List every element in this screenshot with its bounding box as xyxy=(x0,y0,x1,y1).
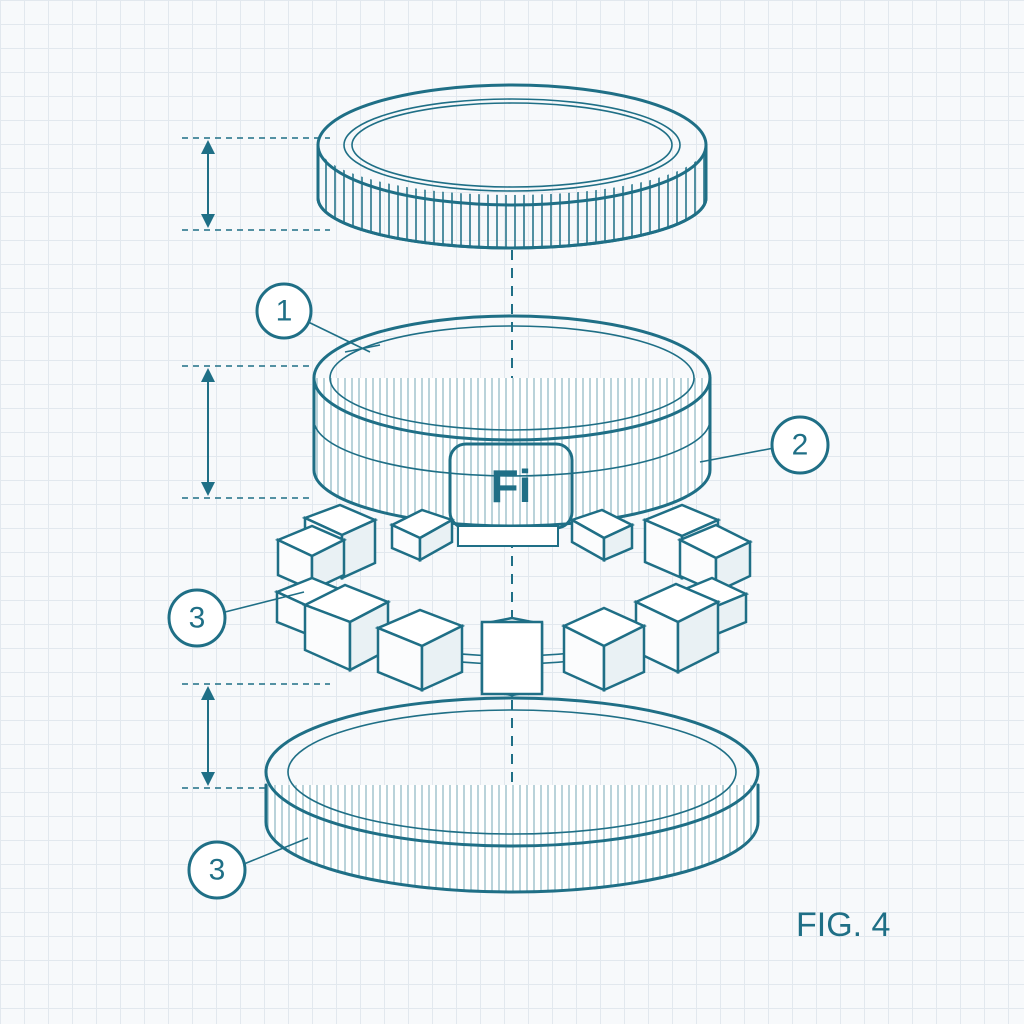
logo-badge: Fi xyxy=(448,442,574,547)
callout-3-base-label: 3 xyxy=(209,854,226,887)
cube xyxy=(301,583,391,673)
dimension-housing xyxy=(182,365,310,499)
cube xyxy=(274,524,347,592)
cube xyxy=(480,616,544,697)
callout-2-label: 2 xyxy=(792,429,809,462)
figure-label: FIG. 4 xyxy=(796,906,890,944)
cube xyxy=(374,608,466,692)
callout-1-label: 1 xyxy=(276,295,293,328)
dimension-base-gap xyxy=(182,683,330,789)
base-plate xyxy=(264,696,760,894)
dimension-top-lid xyxy=(182,137,330,231)
cube xyxy=(633,582,721,675)
cube xyxy=(389,508,456,563)
cube-chain xyxy=(273,503,753,697)
cube xyxy=(301,503,379,580)
cube xyxy=(561,606,647,692)
top-lid xyxy=(316,83,708,250)
callout-1: 1 xyxy=(255,282,371,353)
logo-text: Fi xyxy=(491,460,532,512)
callout-3-chain-label: 3 xyxy=(189,602,206,635)
callout-3-chain: 3 xyxy=(167,588,305,648)
cube xyxy=(568,508,635,563)
callout-2: 2 xyxy=(699,415,830,475)
callout-3-base: 3 xyxy=(187,837,309,900)
